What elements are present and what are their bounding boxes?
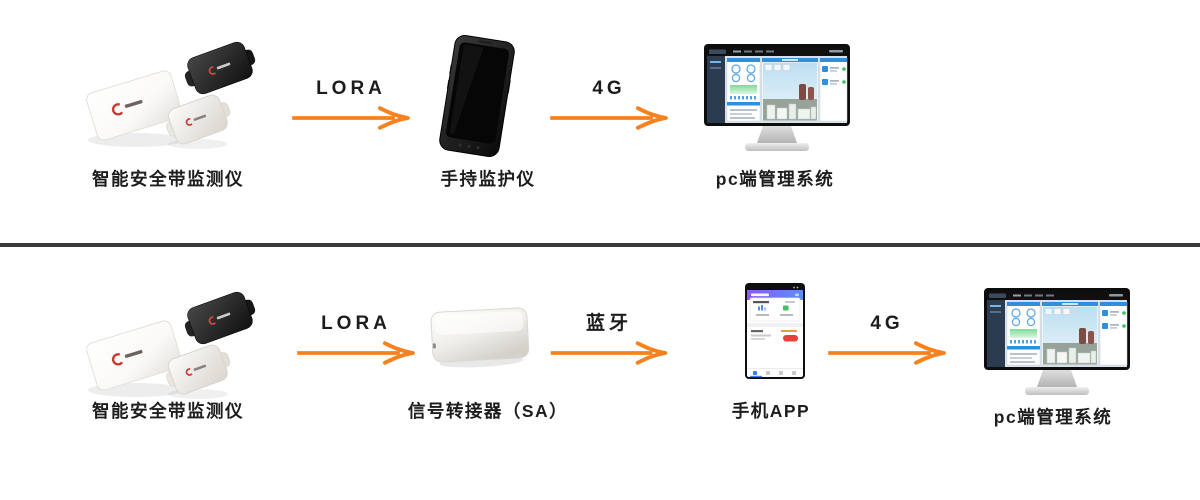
pc-management-dashboard-image bbox=[704, 44, 850, 152]
link-4g-1: 4G bbox=[547, 78, 671, 132]
node-label-belt-monitor: 智能安全带监测仪 bbox=[92, 401, 244, 421]
node-label-signal-adapter: 信号转接器（SA） bbox=[407, 401, 569, 421]
smart-safety-belt-monitors-image bbox=[83, 286, 262, 401]
arrow-right-icon bbox=[295, 341, 415, 365]
arrow-right-icon bbox=[548, 106, 668, 130]
smart-safety-belt-monitors-image bbox=[83, 36, 262, 151]
node-label-mobile-app: 手机APP bbox=[731, 401, 811, 421]
link-label-bluetooth: 蓝牙 bbox=[585, 313, 632, 334]
node-label-handheld: 手持监护仪 bbox=[440, 169, 536, 189]
handheld-monitor-image bbox=[437, 33, 517, 159]
arrow-right-icon bbox=[826, 341, 946, 365]
link-lora-2: LORA bbox=[294, 313, 418, 367]
node-label-pc-system: pc端管理系统 bbox=[715, 169, 835, 189]
node-label-pc-system: pc端管理系统 bbox=[993, 407, 1113, 427]
link-label-lora: LORA bbox=[316, 78, 386, 99]
pc-management-dashboard-image bbox=[984, 288, 1130, 396]
arrow-right-icon bbox=[548, 341, 668, 365]
link-label-4g: 4G bbox=[870, 313, 904, 334]
link-label-4g: 4G bbox=[592, 78, 626, 99]
divider-line bbox=[0, 243, 1200, 247]
link-4g-2: 4G bbox=[824, 313, 950, 367]
link-label-lora: LORA bbox=[321, 313, 391, 334]
mobile-app-phone-image bbox=[745, 283, 805, 379]
node-label-belt-monitor: 智能安全带监测仪 bbox=[92, 169, 244, 189]
link-lora-1: LORA bbox=[288, 78, 414, 132]
signal-adapter-sa-image bbox=[430, 307, 531, 370]
arrow-right-icon bbox=[290, 106, 410, 130]
link-bluetooth: 蓝牙 bbox=[548, 313, 670, 367]
